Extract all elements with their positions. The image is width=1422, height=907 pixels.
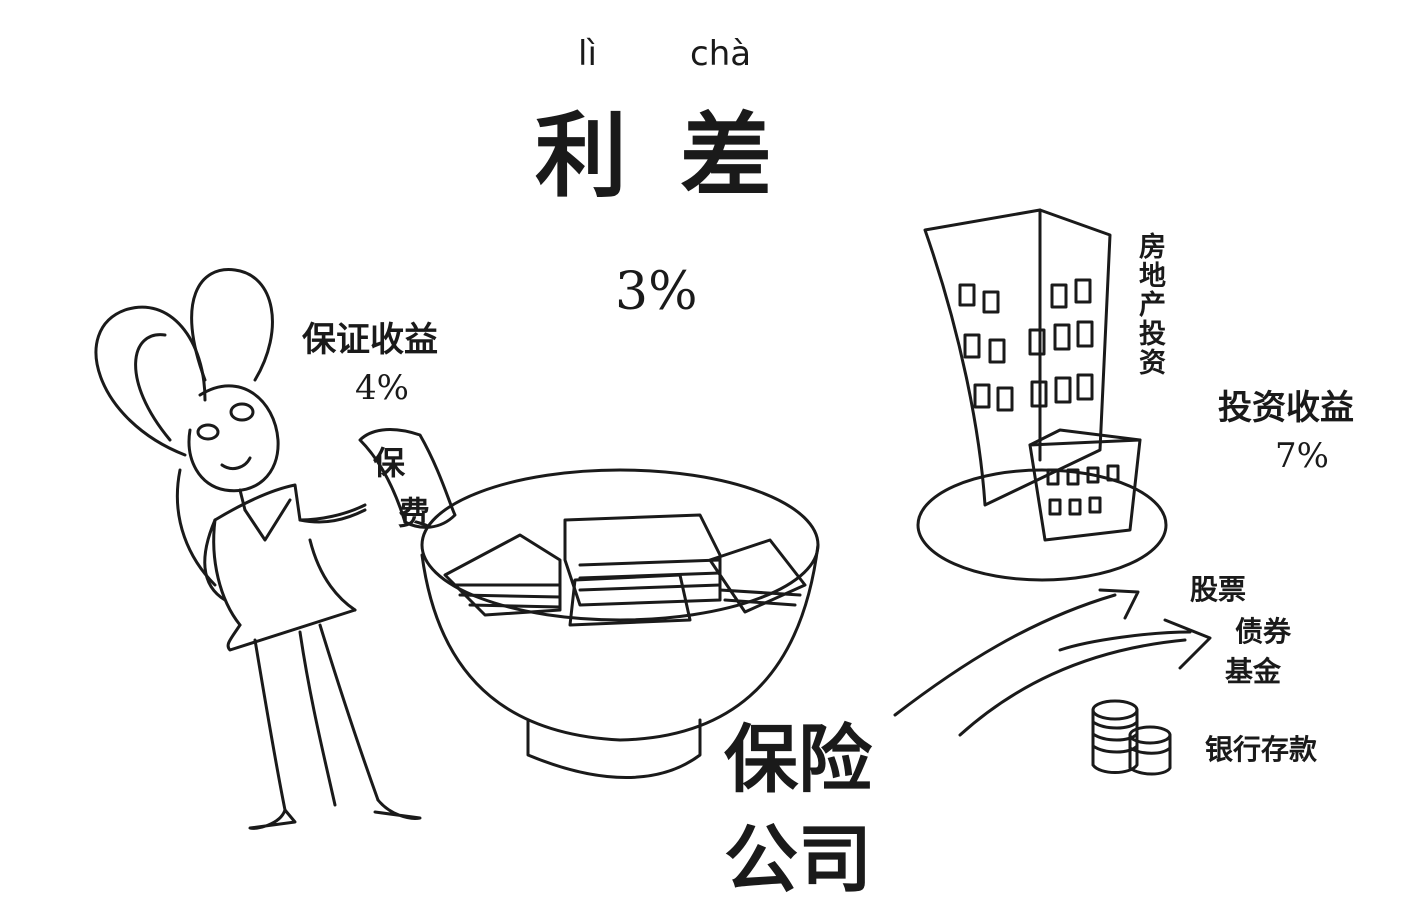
bank-deposit-label: 银行存款 [1205, 733, 1318, 766]
buildings [916, 208, 1168, 582]
illustration [94, 208, 1212, 830]
coins-stack [1091, 699, 1172, 776]
premium-char-2: 费 [398, 494, 431, 532]
company-line-1: 保险 [724, 717, 872, 803]
title-char-1: 利 [535, 103, 628, 210]
investment-arrows [893, 588, 1212, 737]
premium-note [358, 428, 457, 529]
title-pinyin-2: chà [690, 34, 752, 74]
guaranteed-return-label: 保证收益 [302, 320, 438, 360]
guaranteed-return-rate: 4% [355, 368, 409, 408]
bonds-label: 债券 [1235, 615, 1292, 648]
real-estate-label: 房地产投资 [1134, 232, 1165, 377]
investment-return-label: 投资收益 [1218, 388, 1354, 428]
stocks-label: 股票 [1190, 573, 1247, 606]
title-char-2: 差 [680, 103, 773, 210]
funds-label: 基金 [1225, 655, 1282, 688]
investment-return-rate: 7% [1275, 436, 1329, 476]
money-stacks [443, 513, 807, 627]
bowl [420, 468, 820, 779]
spread-rate: 3% [615, 262, 698, 322]
premium-char-1: 保 [373, 444, 406, 482]
company-line-2: 公司 [724, 817, 872, 903]
woman-figure [94, 268, 422, 830]
title-pinyin-1: lì [578, 34, 597, 74]
